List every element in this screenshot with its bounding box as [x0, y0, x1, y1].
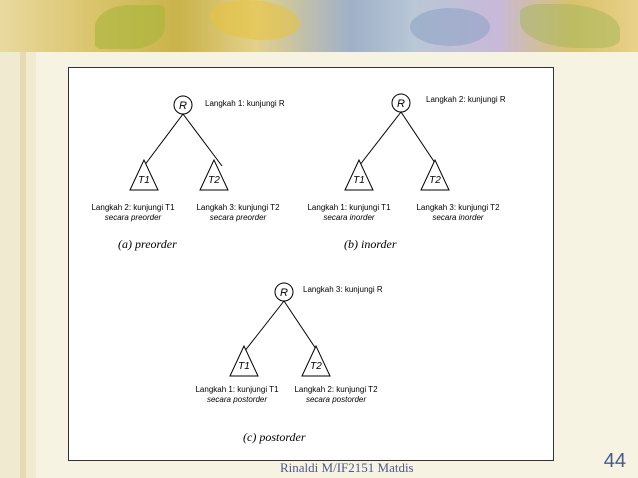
- edge-line: [358, 111, 402, 167]
- step-label: Langkah 1: kunjungi R: [205, 99, 285, 108]
- left-sidebar: [0, 52, 36, 478]
- decorative-leaf: [95, 5, 165, 49]
- root-label: R: [280, 287, 288, 299]
- subtree-triangle: [199, 158, 229, 191]
- subtree-label: T1: [138, 175, 150, 186]
- root-label: R: [179, 100, 187, 112]
- subtree-label: T1: [353, 175, 365, 186]
- root-label: R: [397, 98, 405, 110]
- step-label: Langkah 2: kunjungi T1: [91, 203, 175, 212]
- step-label: secara postorder: [207, 395, 267, 404]
- step-label: secara preorder: [105, 213, 162, 222]
- header-banner: [0, 0, 638, 52]
- root-node: [391, 93, 411, 113]
- step-label: Langkah 3: kunjungi R: [303, 285, 383, 294]
- subtree-triangle: [420, 158, 450, 191]
- subtree-label: T2: [208, 175, 220, 186]
- page-number: 44: [603, 450, 626, 472]
- edge-line: [243, 300, 285, 353]
- step-label: secara inorder: [323, 213, 374, 222]
- caption: (a) preorder: [118, 237, 177, 251]
- step-label: Langkah 2: kunjungi R: [426, 95, 506, 104]
- step-label: secara postorder: [306, 395, 366, 404]
- subtree-triangle: [344, 158, 374, 191]
- subtree-label: T2: [310, 361, 322, 372]
- step-label: secara inorder: [432, 213, 483, 222]
- step-label: Langkah 1: kunjungi T1: [195, 385, 279, 394]
- edge-line: [283, 300, 319, 353]
- subtree-label: T2: [429, 175, 441, 186]
- edge-line: [143, 113, 184, 167]
- subtree-triangle: [229, 344, 259, 377]
- caption: (b) inorder: [344, 237, 397, 251]
- step-label: Langkah 1: kunjungi T1: [307, 203, 391, 212]
- step-label: Langkah 3: kunjungi T2: [416, 203, 500, 212]
- subtree-label: T1: [238, 361, 250, 372]
- edge-line: [182, 113, 223, 167]
- step-label: secara preorder: [210, 213, 267, 222]
- decorative-leaf: [410, 8, 490, 46]
- step-label: Langkah 3: kunjungi T2: [196, 203, 280, 212]
- root-node: [173, 95, 193, 115]
- footer-text: Rinaldi M/IF2151 Matdis: [280, 460, 414, 475]
- root-node: [274, 282, 294, 302]
- subtree-triangle: [129, 158, 159, 191]
- subtree-triangle: [301, 344, 331, 377]
- sidebar-strip: [20, 52, 26, 478]
- caption: (c) postorder: [243, 430, 306, 444]
- step-label: Langkah 2: kunjungi T2: [294, 385, 378, 394]
- edge-line: [400, 111, 438, 167]
- diagram-frame: [68, 67, 554, 461]
